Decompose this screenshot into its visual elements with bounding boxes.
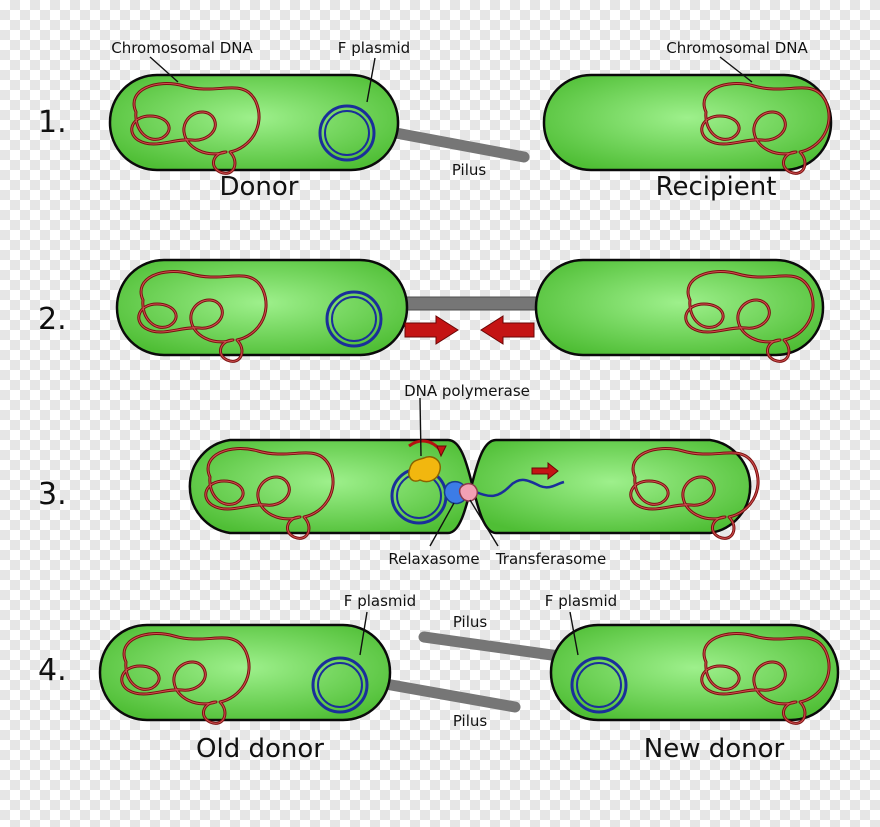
pilus-step-1	[379, 125, 530, 163]
pilus-step-2	[394, 296, 546, 311]
f-plasmid-old-donor	[311, 656, 369, 714]
recipient-cell-step-1	[542, 73, 833, 172]
label-donor: Donor	[219, 172, 298, 202]
old-donor-cell	[98, 623, 392, 722]
step-3-group: DNA polymerase Relaxasome Transferasome	[188, 382, 760, 568]
leader-f-plasmid-new-donor	[569, 611, 579, 656]
label-dna-polymerase: DNA polymerase	[404, 382, 530, 400]
label-recipient: Recipient	[656, 172, 777, 202]
step-number-2: 2.	[38, 302, 67, 337]
step-number-4: 4.	[38, 653, 67, 688]
dna-polymerase-enzyme	[408, 456, 441, 483]
f-plasmid-step-1	[318, 104, 376, 162]
label-f-plasmid-old-donor: F plasmid	[344, 592, 416, 610]
step-4-group: F plasmid F plasmid Pilus Pilus Old dono…	[98, 592, 840, 764]
step-number-1: 1.	[38, 105, 67, 140]
leader-relaxasome	[429, 502, 455, 547]
transfer-direction-arrow	[531, 461, 559, 481]
label-f-plasmid-new-donor: F plasmid	[545, 592, 617, 610]
label-new-donor: New donor	[644, 734, 785, 764]
leader-chromosomal-dna-left	[149, 56, 179, 83]
leader-dna-polymerase	[419, 397, 422, 457]
label-chromosomal-dna-left: Chromosomal DNA	[111, 39, 253, 57]
label-transferasome: Transferasome	[495, 550, 606, 568]
leader-f-plasmid-old-donor	[359, 611, 368, 656]
leader-transferasome	[469, 499, 499, 547]
arrow-right-step-2	[404, 315, 459, 345]
step-2-group	[115, 258, 825, 363]
label-pilus-step-4-top: Pilus	[453, 613, 488, 631]
pilus-old-donor-step-4	[374, 677, 521, 713]
label-chromosomal-dna-right: Chromosomal DNA	[666, 39, 808, 57]
label-f-plasmid-top: F plasmid	[338, 39, 410, 57]
step-number-3: 3.	[38, 477, 67, 512]
label-old-donor: Old donor	[196, 734, 324, 764]
step-1-group: Chromosomal DNA F plasmid Chromosomal DN…	[108, 39, 833, 202]
donor-cell-step-2	[115, 258, 409, 357]
transferasome-complex	[458, 482, 478, 502]
donor-cell-step-1	[108, 73, 400, 172]
label-relaxasome: Relaxasome	[388, 550, 479, 568]
donor-cell-step-3	[188, 438, 474, 535]
recipient-cell-step-3	[470, 438, 752, 535]
f-plasmid-step-2	[325, 290, 383, 348]
label-pilus-step-4-bottom: Pilus	[453, 712, 488, 730]
label-pilus-step-1: Pilus	[452, 161, 487, 179]
pilus-new-donor-step-4	[418, 631, 572, 663]
leader-f-plasmid-top	[366, 57, 376, 103]
f-plasmid-new-donor	[570, 656, 628, 714]
recipient-cell-step-2	[534, 258, 825, 357]
leader-chromosomal-dna-right	[719, 56, 753, 83]
polymerase-arrowhead	[436, 445, 447, 458]
arrow-left-step-2	[480, 315, 535, 345]
transferred-dna-strand	[475, 478, 565, 498]
